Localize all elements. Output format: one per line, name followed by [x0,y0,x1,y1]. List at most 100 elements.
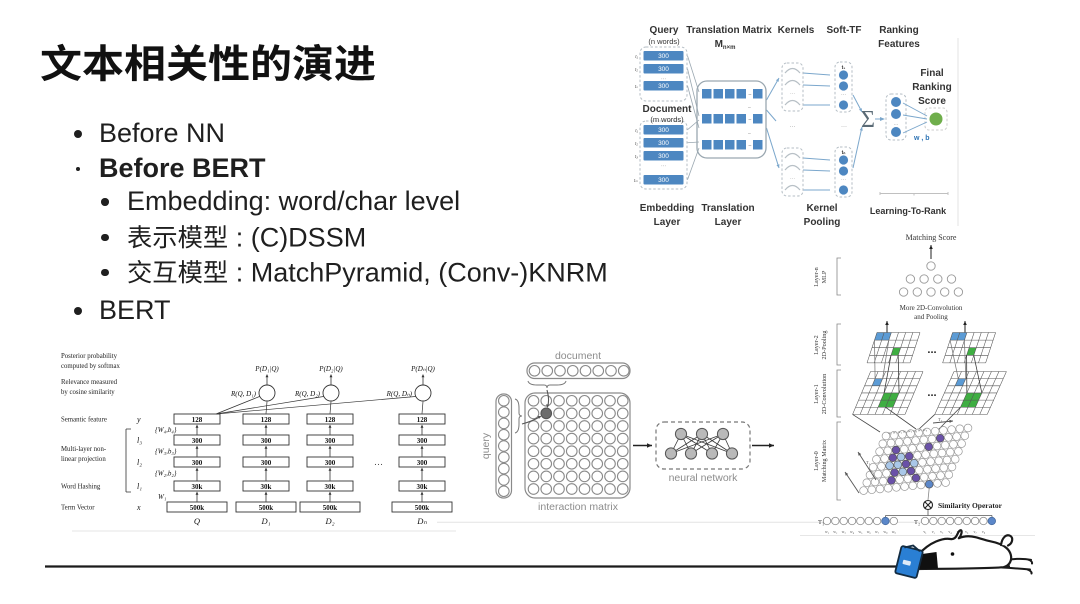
matrix-cell [941,478,950,487]
arrowhead [328,445,332,449]
t1-word-label: w₄ [850,530,855,534]
imat-label-nn: neural network [669,472,739,484]
matrix-circle [604,457,616,470]
matrix-cell [957,439,966,448]
matrix-colored-cell [909,458,919,468]
dssm-rel-label: R(Q, D₁) [230,390,257,398]
dssm-generated-graphics: 500k30k300300128Q500k30k300300128D₁P(D₁|… [166,365,453,526]
ltr-bracket [879,192,949,196]
bullet-text: : (C)DSSM [235,221,367,252]
link-line [802,169,831,172]
dssm-column-label: D₁ [260,516,270,526]
mp-bracket [836,421,841,501]
matrix-colored-cell [911,473,921,483]
conv-link [852,414,881,433]
matrix-cell [898,430,907,439]
arrowhead [546,404,550,408]
arrowhead [885,321,889,325]
token-label: t₃ [635,154,638,159]
imat-label-query: query [480,432,492,459]
matrix-cell [939,426,948,435]
dssm-column-label: D₂ [324,516,334,526]
matrix-cell [906,429,915,438]
matrix-cell [942,455,952,465]
query-circle [497,417,510,430]
mascot-doodle [894,529,1034,579]
dssm-weight: {W₄,b₄} [155,426,177,434]
bullet-item-embedding: Embedding: word/char level [100,185,460,217]
bullet-text: Before BERT [99,153,266,183]
matrix-cell [878,439,888,449]
document-circle [541,364,554,377]
matrix-cell [880,454,889,463]
mp-layer-label: Layer-0 [813,451,820,470]
matchpyramid-figure: w₁w₂w₃w₄w₅w₆w₇w₈w₉v₁v₂v₃v₄v₅v₆v₇v₈ Match… [800,233,1035,536]
mp-label-matching-score: Matching Score [906,233,957,242]
translation-cell [753,89,763,99]
matchpyramid-generated-graphics: w₁w₂w₃w₄w₅w₆w₇w₈w₉v₁v₂v₃v₄v₅v₆v₇v₈ [800,245,1035,536]
dssm-rel-label: R(Q, D₂) [294,390,321,398]
dssm-box-value: 500k [190,504,205,512]
mp-dots: ... [927,344,936,356]
matrix-colored-cell [898,467,908,477]
knrm-label-embedding-layer: Embedding [640,203,694,214]
translation-cell [713,140,723,150]
dssm-box-value: 300 [325,459,336,467]
dssm-box-value: 500k [415,504,430,512]
ranking-node [891,127,901,137]
mlp-node [933,274,943,284]
matrix-colored-cell [904,451,914,461]
query-circle [497,462,510,475]
soft-tf-node [838,155,849,165]
final-score-node [929,112,943,126]
arrowhead [420,424,424,428]
matrix-circle [553,483,565,495]
matrix-cell [929,449,939,459]
ltr-link [902,114,928,120]
dssm-box-value: 300 [192,459,203,467]
token-label: tₘ [634,178,638,183]
dssm-box [173,456,221,468]
dssm-box-value: 500k [259,504,274,512]
bullet-text: Before NN [99,118,226,148]
matrix-cell [914,465,924,475]
t2-word [954,516,963,526]
bar-value: 300 [658,153,669,160]
dots: ··· [841,92,846,98]
mp-layer-label: Layer-n [813,267,820,286]
mp-label-more2: and Pooling [914,313,948,321]
token-label: tₙ [635,84,638,89]
dssm-box [173,480,221,492]
grid-cell [891,347,901,356]
bar-value: 300 [658,127,669,134]
soft-tf-node [838,185,849,195]
dots: ··· [841,177,846,183]
dssm-prob-label: P(D₁|Q) [254,365,279,373]
dssm-box [242,413,290,425]
matrix-circle [578,394,591,407]
t2-word [920,516,930,526]
matrix-cell [895,475,904,484]
nn-edge [670,433,703,454]
t1-word-label: w₉ [892,530,897,534]
matrix-cell [900,482,909,491]
embedding-bar [643,51,684,61]
matrix-cell [867,485,877,495]
t1-word [864,516,873,526]
t1-word [831,516,840,526]
nn-edge [670,433,724,454]
knrm-label-wb: w , b [913,135,930,142]
t2-word [945,516,955,526]
mascot-legs [1001,557,1034,575]
translation-cell [713,89,723,99]
matrix-cell [945,447,955,457]
matrix-circle [553,432,565,445]
conv-link [964,340,967,379]
dots: ··· [841,124,847,130]
arrow-line [844,471,860,494]
matrix-circle [616,394,629,407]
bullet-dot [101,233,109,242]
knrm-label-soft-tf: Soft-TF [827,25,862,36]
dssm-label: computed by softmax [61,363,120,370]
mlp-node [919,274,929,284]
